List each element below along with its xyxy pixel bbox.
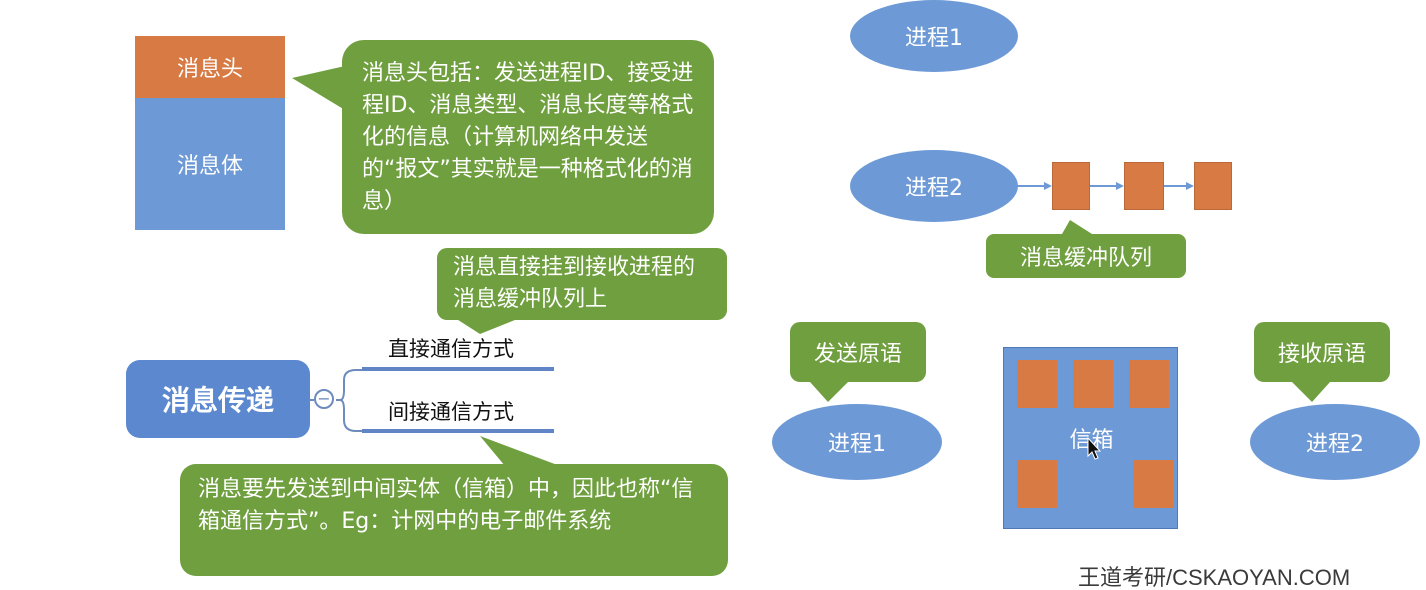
indirect-process1-label: 进程1 <box>828 432 886 457</box>
indirect-process1-ellipse: 进程1 <box>772 404 942 480</box>
mailbox-message-2 <box>1073 360 1113 408</box>
direct-callout-text: 消息直接挂到接收进程的消息缓冲队列上 <box>453 255 696 312</box>
indirect-process2-label: 进程2 <box>1306 432 1364 457</box>
direct-callout: 消息直接挂到接收进程的消息缓冲队列上 <box>437 248 727 320</box>
arrowhead-3 <box>1186 182 1194 190</box>
mailbox: 信箱 <box>1003 347 1178 529</box>
queue-message-2 <box>1124 162 1164 210</box>
indirect-callout-text: 消息要先发送到中间实体（信箱）中，因此也称“信箱通信方式”。Eg：计网中的电子邮… <box>198 477 694 534</box>
direct-process1-label: 进程1 <box>905 26 963 51</box>
root-node-label: 消息传递 <box>161 384 274 417</box>
message-body-block: 消息体 <box>135 98 285 230</box>
send-primitive-callout: 发送原语 <box>790 322 926 382</box>
send-primitive-label: 发送原语 <box>813 342 902 367</box>
collapse-toggle-icon[interactable]: − <box>314 389 334 409</box>
message-header-block: 消息头 <box>135 36 285 98</box>
arrowhead-2 <box>1116 182 1124 190</box>
receive-primitive-label: 接收原语 <box>1277 342 1366 367</box>
watermark: 王道考研/CSKAOYAN.COM <box>1078 560 1350 590</box>
queue-label-text: 消息缓冲队列 <box>1019 246 1152 271</box>
branch-indirect-label: 间接通信方式 <box>388 400 514 424</box>
branch-indirect-line <box>336 399 362 432</box>
header-callout: 消息头包括：发送进程ID、接受进程ID、消息类型、消息长度等格式化的信息（计算机… <box>342 40 714 234</box>
message-passing-root-node[interactable]: 消息传递 <box>126 360 310 438</box>
message-body-label: 消息体 <box>176 154 243 179</box>
receive-callout-pointer <box>1292 382 1330 402</box>
branch-direct[interactable]: 直接通信方式 <box>388 333 514 363</box>
direct-process2-label: 进程2 <box>905 176 963 201</box>
indirect-callout: 消息要先发送到中间实体（信箱）中，因此也称“信箱通信方式”。Eg：计网中的电子邮… <box>180 464 728 576</box>
branch-direct-label: 直接通信方式 <box>388 337 514 361</box>
mailbox-message-3 <box>1129 360 1169 408</box>
queue-callout-pointer <box>1062 220 1092 234</box>
direct-process1-ellipse: 进程1 <box>850 0 1018 72</box>
branch-indirect[interactable]: 间接通信方式 <box>388 396 514 426</box>
mailbox-label: 信箱 <box>1069 428 1114 453</box>
direct-process2-ellipse: 进程2 <box>850 150 1018 222</box>
watermark-text: 王道考研/CSKAOYAN.COM <box>1078 565 1351 590</box>
branch-direct-line <box>336 369 362 401</box>
receive-primitive-callout: 接收原语 <box>1254 322 1390 382</box>
queue-message-3 <box>1194 162 1232 210</box>
mailbox-message-4 <box>1017 460 1057 508</box>
queue-message-1 <box>1052 162 1090 210</box>
send-callout-pointer <box>810 382 848 402</box>
header-callout-text: 消息头包括：发送进程ID、接受进程ID、消息类型、消息长度等格式化的信息（计算机… <box>362 61 694 214</box>
mailbox-message-5 <box>1133 460 1173 508</box>
arrowhead-1 <box>1044 182 1052 190</box>
mailbox-label-wrap: 信箱 <box>1004 422 1179 454</box>
queue-label-callout: 消息缓冲队列 <box>986 234 1186 278</box>
direct-callout-pointer <box>455 318 520 334</box>
indirect-process2-ellipse: 进程2 <box>1250 404 1420 480</box>
indirect-callout-pointer <box>480 436 560 466</box>
message-header-label: 消息头 <box>176 57 243 82</box>
mailbox-message-1 <box>1017 360 1057 408</box>
header-callout-pointer <box>292 66 345 110</box>
